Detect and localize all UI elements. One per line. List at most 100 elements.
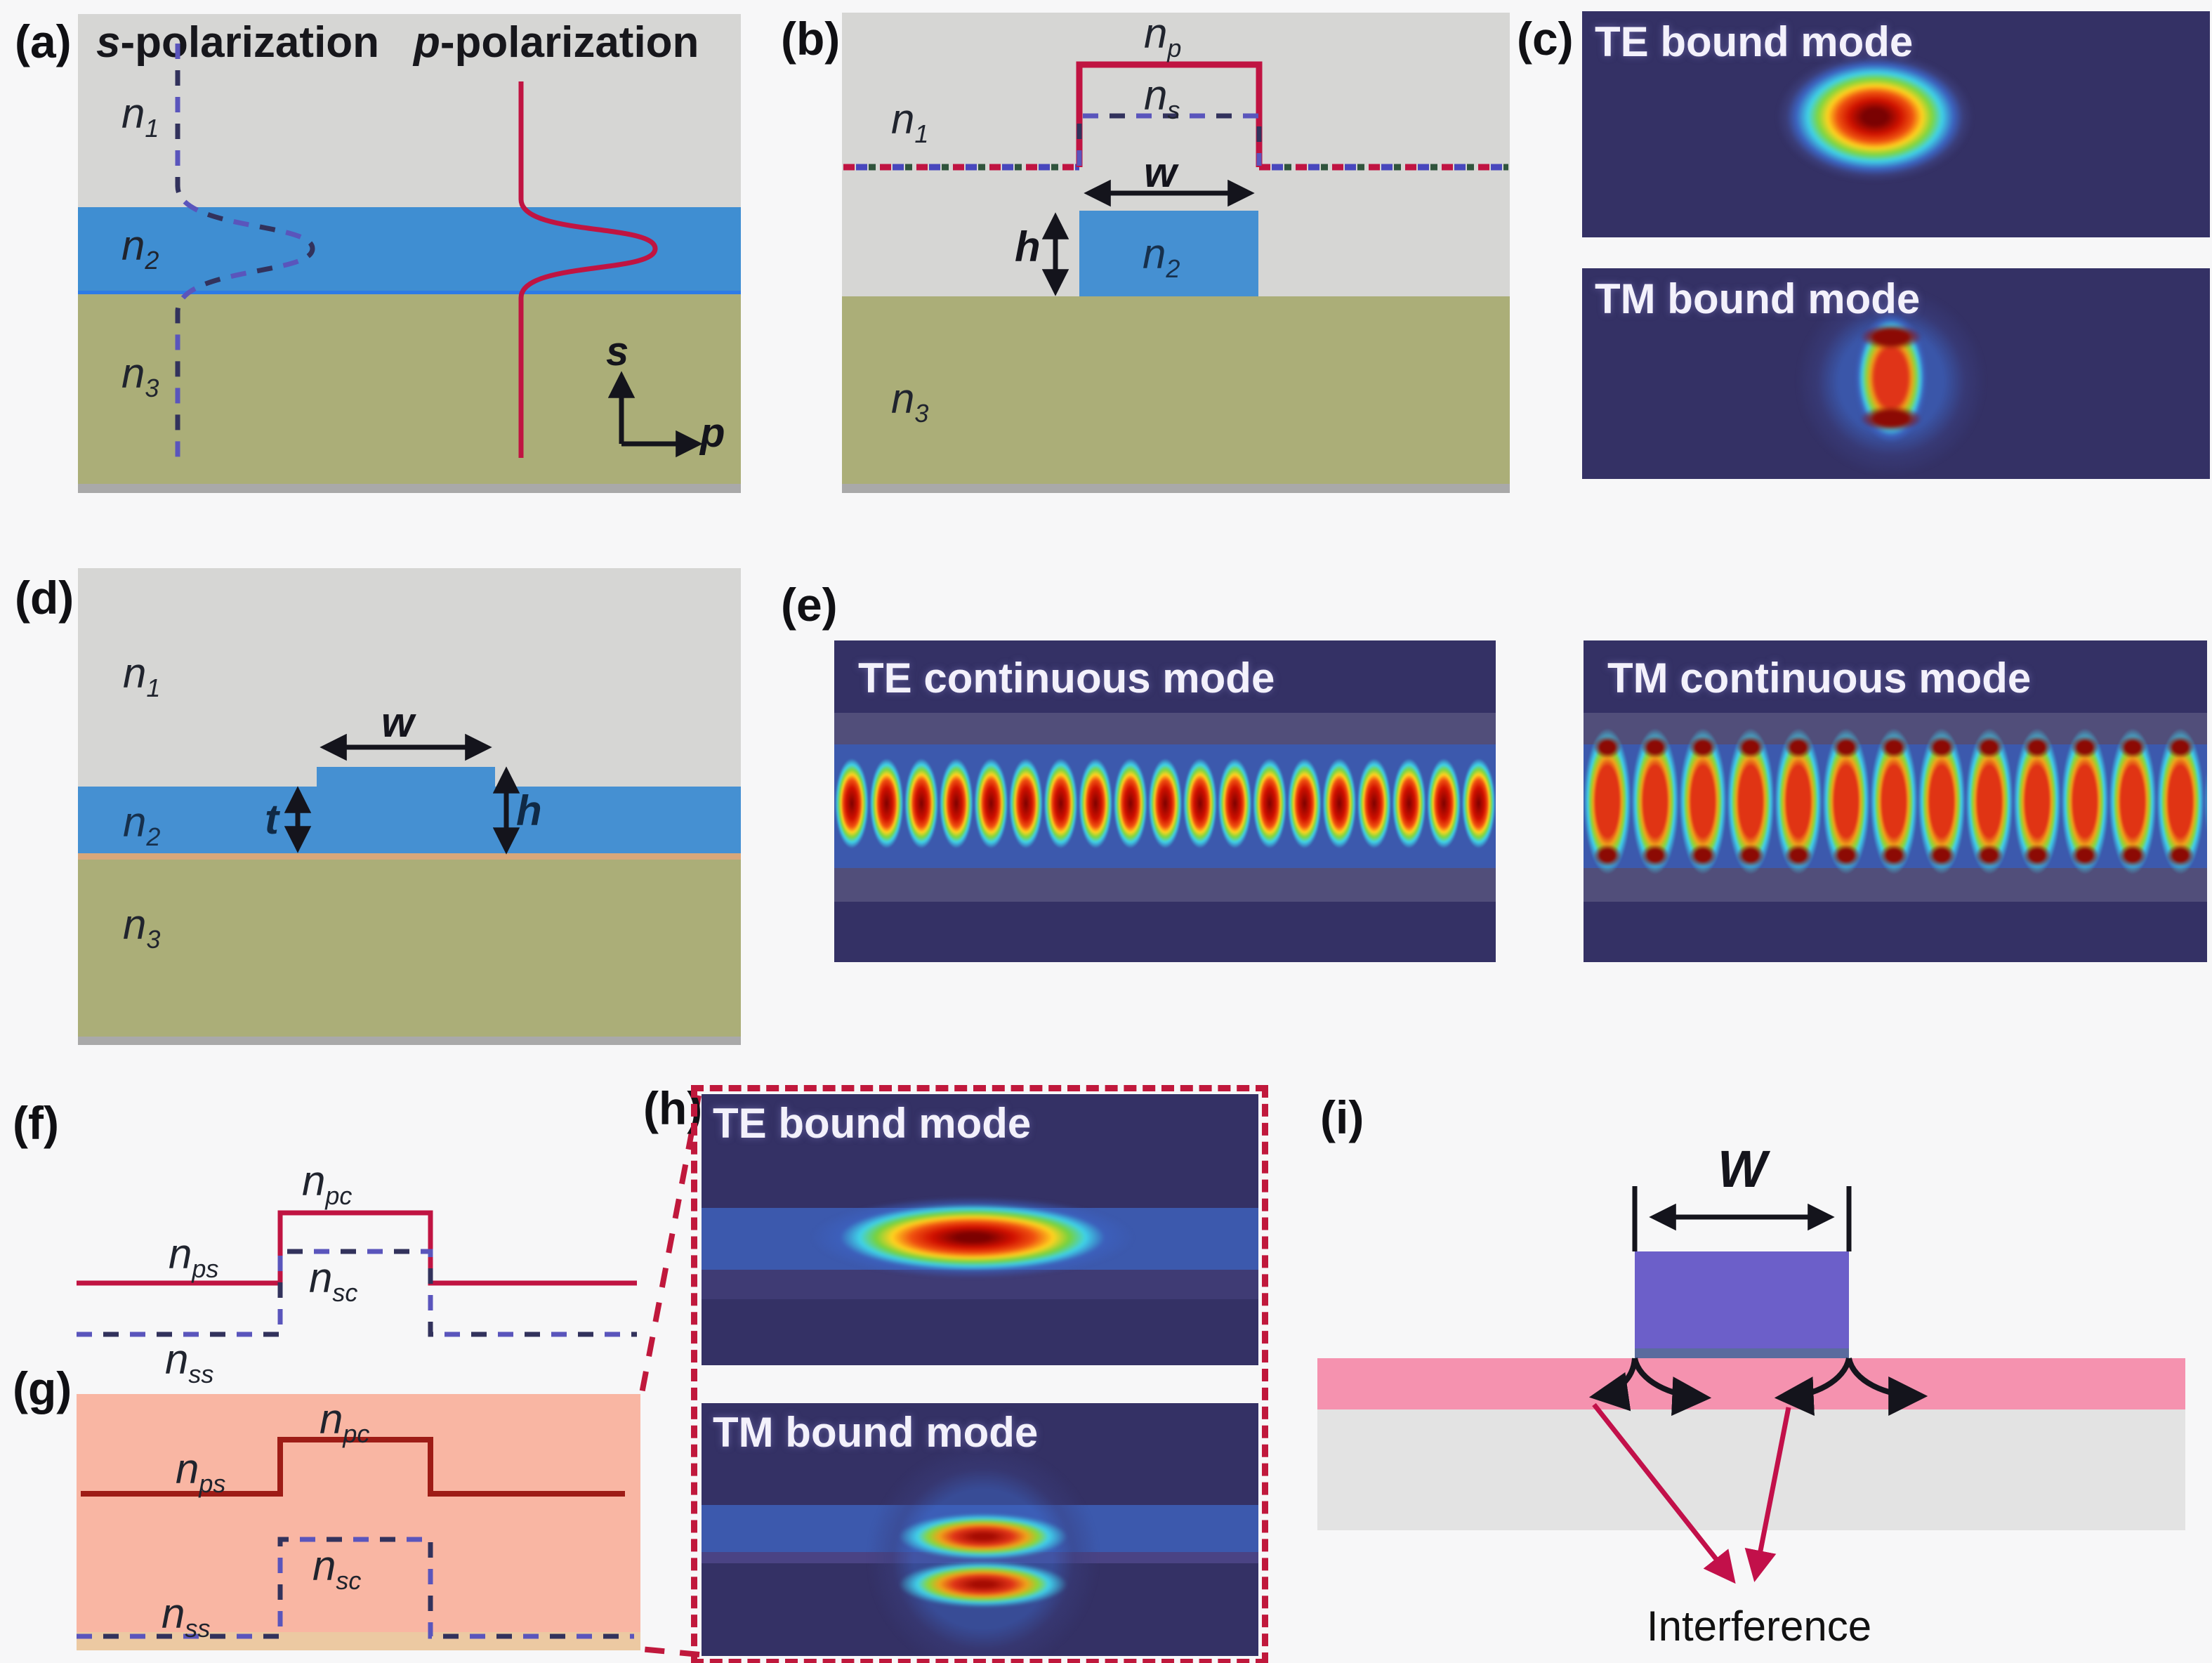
nsc-base: n	[309, 1254, 333, 1301]
leakage-arrow-right-inner	[1774, 1357, 1852, 1416]
nsc-base: n	[312, 1542, 336, 1589]
panel-d-rib-waveguide-diagram: w t h n1 n2 n3	[78, 568, 741, 1045]
nss-base: n	[162, 1590, 185, 1637]
ns-base: n	[1144, 72, 1168, 119]
panel-a-n2-label: n2	[121, 222, 159, 273]
panel-d-tag: (d)	[15, 572, 74, 624]
n3-base: n	[121, 350, 145, 397]
panel-b-tag: (b)	[781, 13, 841, 65]
leakage-arrow-right-outer	[1846, 1357, 1928, 1416]
tm-continuous-bar-row	[1584, 640, 2207, 962]
panel-i-tag: (i)	[1320, 1091, 1364, 1143]
s-mode-profile-dashed-curve-alt	[175, 44, 315, 459]
panel-b-core-rect	[1079, 211, 1258, 296]
panel-d-dimension-arrows	[284, 733, 520, 855]
p-pol-suffix: -polarization	[440, 18, 699, 67]
panel-f-index-profiles	[77, 1210, 637, 1337]
n1-base: n	[123, 650, 147, 697]
n1-sub: 1	[914, 119, 929, 148]
panel-h-te-bound-heatmap: TE bound mode	[702, 1094, 1258, 1365]
n2-base: n	[1143, 230, 1166, 277]
p-index-profile-pumped	[81, 1437, 625, 1497]
panel-a-s-axis-label: s	[606, 329, 629, 374]
nps-sub: ps	[192, 1254, 219, 1283]
n1-sub: 1	[146, 673, 161, 702]
panel-d-bottom-strip	[78, 1037, 741, 1045]
panel-b-channel-waveguide-diagram: np ns n1 w h n2 n3	[842, 13, 1510, 493]
panel-c-tm-bound-heatmap: TM bound mode	[1582, 268, 2210, 479]
panel-d-substrate-layer	[78, 860, 741, 1037]
panel-g-pumped-region: npc nps nsc nss	[77, 1394, 640, 1650]
s-index-profile-pumped-dashed	[77, 1537, 634, 1639]
n3-sub: 3	[145, 374, 159, 402]
panel-h-tm-bound-heatmap: TM bound mode	[702, 1403, 1258, 1656]
s-pol-suffix: -polarization	[120, 18, 380, 67]
panel-d-n3-label: n3	[123, 904, 160, 952]
np-sub: p	[1167, 34, 1182, 63]
panel-c-te-bound-heatmap: TE bound mode	[1582, 11, 2210, 237]
te-continuous-lobe-row	[834, 640, 1496, 962]
panel-e-tag: (e)	[781, 579, 838, 631]
zoom-connector-top	[639, 1095, 702, 1394]
s-index-profile-free-space-dashed	[77, 1249, 637, 1337]
npc-base: n	[320, 1395, 343, 1442]
panel-g-tag: (g)	[13, 1362, 72, 1414]
panel-h-zoom-border	[691, 1085, 1268, 1663]
panel-d-rib-ridge	[317, 767, 495, 789]
panel-a-p-axis-label: p	[700, 410, 725, 456]
panel-g-index-profiles	[77, 1437, 634, 1639]
n1-base: n	[121, 90, 145, 137]
panel-a-n3-label: n3	[121, 350, 159, 401]
panel-e-te-continuous-heatmap: TE continuous mode	[834, 640, 1496, 962]
ns-sub: s	[1167, 96, 1180, 124]
n2-sub: 2	[145, 246, 159, 275]
np-base: n	[1144, 10, 1168, 57]
panel-b-substrate-layer	[842, 296, 1510, 484]
te-bound-mode-lens-blob	[811, 1197, 1134, 1278]
panel-d-w-label: w	[381, 699, 414, 746]
panel-a-core-layer	[78, 207, 741, 294]
panel-b-w-label: w	[1144, 149, 1177, 196]
panel-b-n3-label: n3	[891, 375, 928, 426]
panel-d-slab-layer	[78, 787, 741, 853]
s-var: s	[96, 18, 121, 67]
s-mode-profile-dashed-curve	[175, 44, 315, 459]
panel-f-nss-label: nss	[165, 1336, 213, 1387]
n2-base: n	[121, 222, 145, 269]
panel-b-h-label: h	[1015, 223, 1041, 270]
panel-e-tm-title: TM continuous mode	[1607, 655, 2032, 702]
panel-g-nsc-label: nsc	[312, 1542, 361, 1593]
panel-d-n2-label: n2	[123, 801, 160, 850]
nsc-sub: sc	[332, 1278, 358, 1307]
panel-a-tag: (a)	[15, 15, 72, 67]
panel-b-bottom-strip	[842, 484, 1510, 493]
tm-bound-mode-blob	[1814, 301, 1968, 462]
panel-b-np-label: np	[1144, 10, 1181, 61]
n1-base: n	[891, 96, 915, 143]
panel-b-ns-label: ns	[1144, 72, 1180, 123]
nss-sub: ss	[185, 1614, 211, 1643]
panel-g-nps-label: nps	[176, 1448, 225, 1497]
panel-a-bottom-strip	[78, 484, 741, 493]
panel-b-n1-label: n1	[891, 96, 928, 147]
p-mode-profile-curve	[518, 81, 658, 458]
panel-d-h-label: h	[516, 787, 542, 834]
n3-sub: 3	[914, 399, 929, 428]
panel-c-tag: (c)	[1517, 13, 1574, 65]
panel-b-n2-label: n2	[1143, 230, 1180, 282]
n3-base: n	[891, 375, 915, 422]
nps-base: n	[169, 1230, 192, 1277]
panel-i-substrate-gray-band	[1317, 1409, 2185, 1530]
n2-sub: 2	[146, 822, 161, 851]
n1-sub: 1	[145, 114, 159, 143]
panel-a-n1-label: n1	[121, 90, 159, 141]
panel-c-tm-title: TM bound mode	[1595, 275, 1921, 322]
panel-e-te-title: TE continuous mode	[858, 655, 1275, 702]
panel-f-tag: (f)	[13, 1097, 59, 1149]
ns-index-step-dashed-alt	[1077, 113, 1262, 166]
panel-e-tm-continuous-heatmap: TM continuous mode	[1584, 640, 2207, 962]
nss-base: n	[165, 1336, 189, 1383]
leakage-arrow-left-inner	[1632, 1357, 1712, 1416]
panel-d-t-label: t	[265, 796, 279, 843]
